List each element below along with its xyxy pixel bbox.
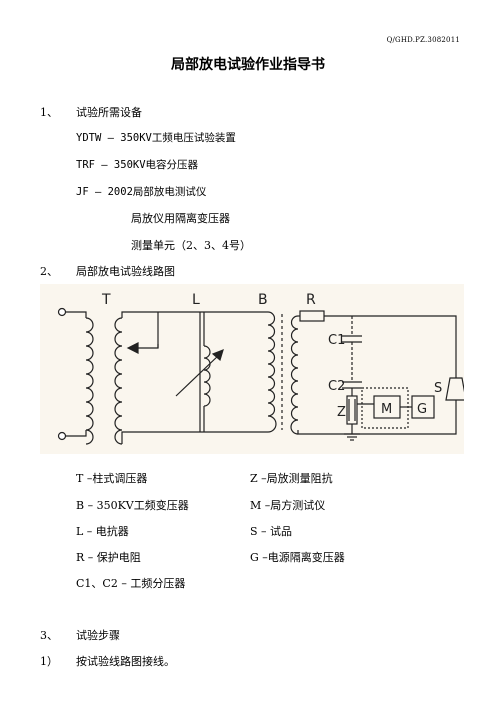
step-1-number: 1） <box>40 655 58 668</box>
isolation-transformer-G <box>411 395 435 419</box>
reactor-coil <box>203 345 211 407</box>
tap-arrow-icon <box>126 342 139 354</box>
equipment-subitem-1: 局放仪用隔离变压器 <box>131 212 230 225</box>
measurement-unit-box <box>361 387 409 429</box>
legend-G: G –电源隔离变压器 <box>250 551 345 564</box>
label-T: T <box>101 292 111 308</box>
equipment-item-2: TRF – 350KV电容分压器 <box>76 159 199 171</box>
page-title: 局部放电试验作业指导书 <box>171 57 325 73</box>
label-M: M <box>381 402 392 417</box>
label-B: B <box>258 292 268 308</box>
step-1-text: 按试验线路图接线。 <box>76 655 175 668</box>
section1-heading: 试验所需设备 <box>76 106 142 119</box>
legend-R: R – 保护电阻 <box>76 551 141 564</box>
section1-number: 1、 <box>40 106 58 119</box>
label-C2: C2 <box>328 379 345 394</box>
label-G: G <box>417 402 427 417</box>
equipment-item-3: JF – 2002局部放电测试仪 <box>76 186 207 198</box>
section3-heading: 试验步骤 <box>76 629 120 642</box>
label-C1: C1 <box>328 333 345 348</box>
equipment-subitem-2: 测量单元（2、3、4号） <box>131 239 251 252</box>
regulator-primary-coil <box>85 317 94 445</box>
legend-Z: Z –局放测量阻抗 <box>250 472 333 485</box>
section2-number: 2、 <box>40 265 58 278</box>
label-Z: Z <box>337 405 346 420</box>
circuit-diagram: T L B R C1 C2 Z <box>40 284 467 454</box>
regulator-secondary-coil <box>114 317 123 445</box>
document-number: Q/GHD.PZ.3082011 <box>386 36 460 44</box>
variable-arrow-icon <box>211 348 224 362</box>
label-S: S <box>434 381 442 396</box>
equipment-item-1: YDTW – 350KV工频电压试验装置 <box>76 132 236 144</box>
section3-number: 3、 <box>40 629 58 642</box>
label-L: L <box>192 292 200 308</box>
label-R: R <box>306 292 316 308</box>
section2-heading: 局部放电试验线路图 <box>76 265 175 278</box>
protection-resistor <box>299 310 325 322</box>
transformer-secondary-coil <box>290 315 299 435</box>
legend-L: L – 电抗器 <box>76 525 129 538</box>
legend-B: B – 350KV工频变压器 <box>76 499 189 512</box>
input-terminal-bottom <box>57 431 67 441</box>
legend-T: T –柱式调压器 <box>76 472 148 485</box>
legend-C1C2: C1、C2 – 工频分压器 <box>76 577 186 590</box>
transformer-primary-coil <box>267 311 277 433</box>
legend-M: M –局方测试仪 <box>250 499 326 512</box>
test-object-S <box>445 377 467 401</box>
legend-S: S – 试品 <box>250 525 293 538</box>
input-terminal-top <box>57 307 67 317</box>
